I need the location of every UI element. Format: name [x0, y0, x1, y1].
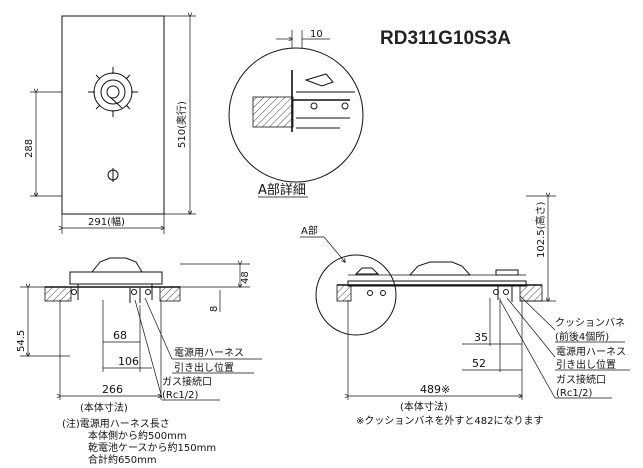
- side-gas-label-1: ガス接続口: [556, 373, 606, 386]
- section-a-label: A部: [301, 224, 318, 237]
- front-view: 48 8 54.5 68 106 266 (本体寸法) 電源用ハーネス 引き出し…: [16, 257, 262, 414]
- width-label: 291(幅): [88, 215, 125, 228]
- dim-68: 68: [113, 329, 127, 342]
- side-harness-label-1: 電源用ハーネス: [556, 345, 626, 358]
- model-title: RD311G10S3A: [380, 28, 511, 49]
- side-body-size: (本体寸法): [400, 400, 448, 413]
- side-view: A部 102.5(高さ) 35 52 489※ (本体寸法) ※クッションバネを…: [300, 196, 630, 427]
- cushion-label-1: クッションバネ: [555, 317, 625, 329]
- panel-thickness-label: 8: [209, 306, 220, 312]
- side-height-label: 102.5(高さ): [534, 201, 547, 258]
- harness-note: (注)電源用ハーネス長さ 本体側から約500mm 乾電池ケースから約150mm …: [62, 417, 216, 466]
- front-gas-label-1: ガス接続口: [162, 375, 212, 388]
- dim-266: 266: [102, 383, 123, 396]
- note-line-3: 乾電池ケースから約150mm: [88, 441, 216, 454]
- note-line-4: 合計約650mm: [88, 453, 157, 466]
- note-line-2: 本体側から約500mm: [88, 429, 187, 442]
- front-harness-label-2: 引き出し位置: [174, 361, 234, 374]
- side-gas-label-2: (Rc1/2): [556, 388, 592, 399]
- height-above-label: 48: [240, 271, 251, 284]
- dim-489: 489※: [420, 383, 450, 396]
- dim-106: 106: [118, 355, 139, 368]
- detail-a: 10 A部詳細: [228, 29, 364, 198]
- note-line-1: (注)電源用ハーネス長さ: [62, 417, 170, 430]
- burner-offset-label: 288: [24, 139, 35, 158]
- cushion-footnote: ※クッションバネを外すと482になります: [356, 415, 543, 427]
- front-harness-label-1: 電源用ハーネス: [174, 346, 244, 359]
- cushion-label-2: (前後4個所): [555, 330, 609, 343]
- top-view: 291(幅) 510(奥行) 288: [24, 16, 196, 234]
- side-harness-label-2: 引き出し位置: [556, 358, 616, 371]
- front-body-size: (本体寸法): [80, 401, 128, 414]
- detail-caption: A部詳細: [258, 182, 306, 198]
- dim-52: 52: [472, 357, 486, 370]
- dim-35: 35: [474, 331, 488, 344]
- detail-width-dim: 10: [310, 29, 323, 40]
- height-below-label: 54.5: [16, 330, 27, 352]
- depth-label: 510(奥行): [175, 101, 188, 148]
- front-gas-label-2: (Rc1/2): [162, 390, 198, 401]
